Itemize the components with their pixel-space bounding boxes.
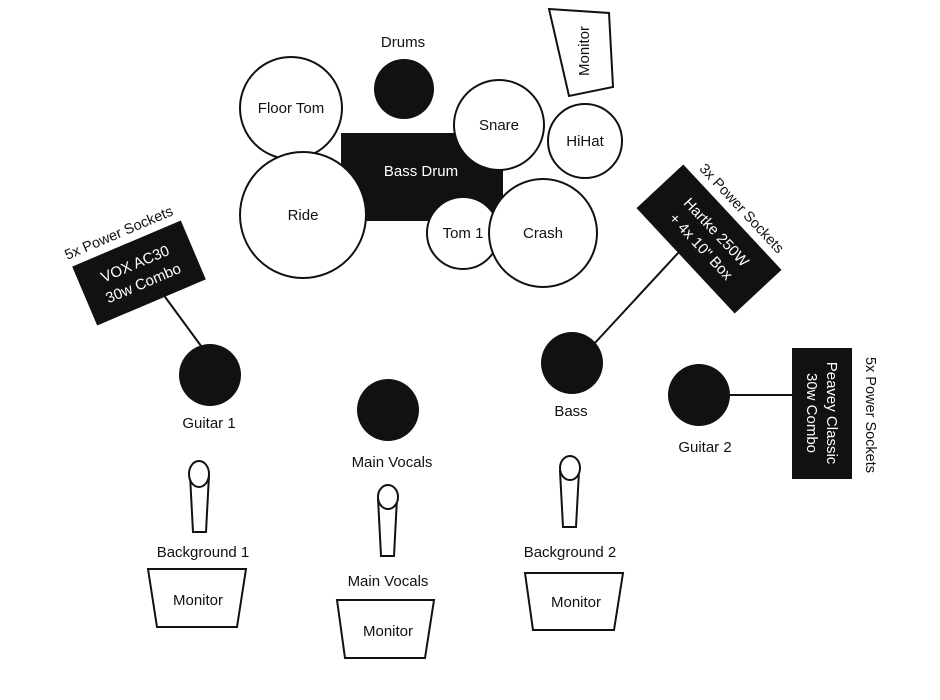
guitar-2-label: Guitar 2 xyxy=(678,439,731,456)
main-vocals-mic-icon xyxy=(377,484,399,510)
bass-label: Bass xyxy=(554,403,587,420)
ride-cymbal xyxy=(239,151,367,279)
vox-amp-group: VOX AC30 30w Combo 5x Power Sockets xyxy=(63,204,206,351)
background-1-mic-icon xyxy=(188,460,210,488)
background-2-mic-label: Background 2 xyxy=(524,544,617,561)
main-vocals-player xyxy=(357,379,419,441)
drummer-position xyxy=(374,59,434,119)
bass-drum-label: Bass Drum xyxy=(384,163,458,180)
drum-kit: Drums Bass Drum Floor Tom Ride Snare HiH… xyxy=(239,7,623,288)
background-2-mic-icon xyxy=(559,455,581,481)
guitar-1-label: Guitar 1 xyxy=(182,415,235,432)
tom-1-label: Tom 1 xyxy=(443,225,484,242)
hartke-amp-group: Hartke 250W + 4x 10" Box 3x Power Socket… xyxy=(593,161,787,345)
floor-tom-label: Floor Tom xyxy=(258,100,324,117)
background-1-mic-label: Background 1 xyxy=(157,544,250,561)
monitor-center xyxy=(335,599,436,659)
front-monitors: Monitor Monitor Monitor xyxy=(146,568,625,659)
hihat-label: HiHat xyxy=(566,133,604,150)
drum-monitor xyxy=(547,7,615,98)
monitor-left xyxy=(146,568,248,628)
bass-player xyxy=(541,332,603,394)
drum-monitor-label: Monitor xyxy=(576,26,593,76)
hihat xyxy=(547,103,623,179)
ride-label: Ride xyxy=(288,207,319,224)
peavey-amp-line1: Peavey Classic xyxy=(823,362,840,465)
peavey-amp xyxy=(792,348,852,479)
monitor-right xyxy=(523,572,625,631)
vox-amp xyxy=(72,220,206,326)
guitar-2-player xyxy=(668,364,730,426)
snare-label: Snare xyxy=(479,117,519,134)
peavey-amp-group: Peavey Classic 30w Combo 5x Power Socket… xyxy=(728,348,878,479)
peavey-power-sockets: 5x Power Sockets xyxy=(862,357,878,473)
main-vocals-mic-label: Main Vocals xyxy=(348,573,429,590)
drums-heading: Drums xyxy=(381,34,425,51)
microphones: Background 1 Main Vocals Background 2 xyxy=(157,455,617,590)
main-vocals-label: Main Vocals xyxy=(352,454,433,471)
hartke-amp xyxy=(636,164,782,314)
crash-label: Crash xyxy=(523,225,563,242)
crash-cymbal xyxy=(488,178,598,288)
monitor-right-label: Monitor xyxy=(551,594,601,611)
peavey-amp-line2: 30w Combo xyxy=(803,373,820,453)
players: Guitar 1 Main Vocals Bass Guitar 2 xyxy=(179,332,732,471)
hartke-amp-cable xyxy=(593,251,680,345)
monitor-center-label: Monitor xyxy=(363,623,413,640)
snare-drum xyxy=(453,79,545,171)
vox-amp-cable xyxy=(159,289,205,351)
guitar-1-player xyxy=(179,344,241,406)
monitor-left-label: Monitor xyxy=(173,592,223,609)
